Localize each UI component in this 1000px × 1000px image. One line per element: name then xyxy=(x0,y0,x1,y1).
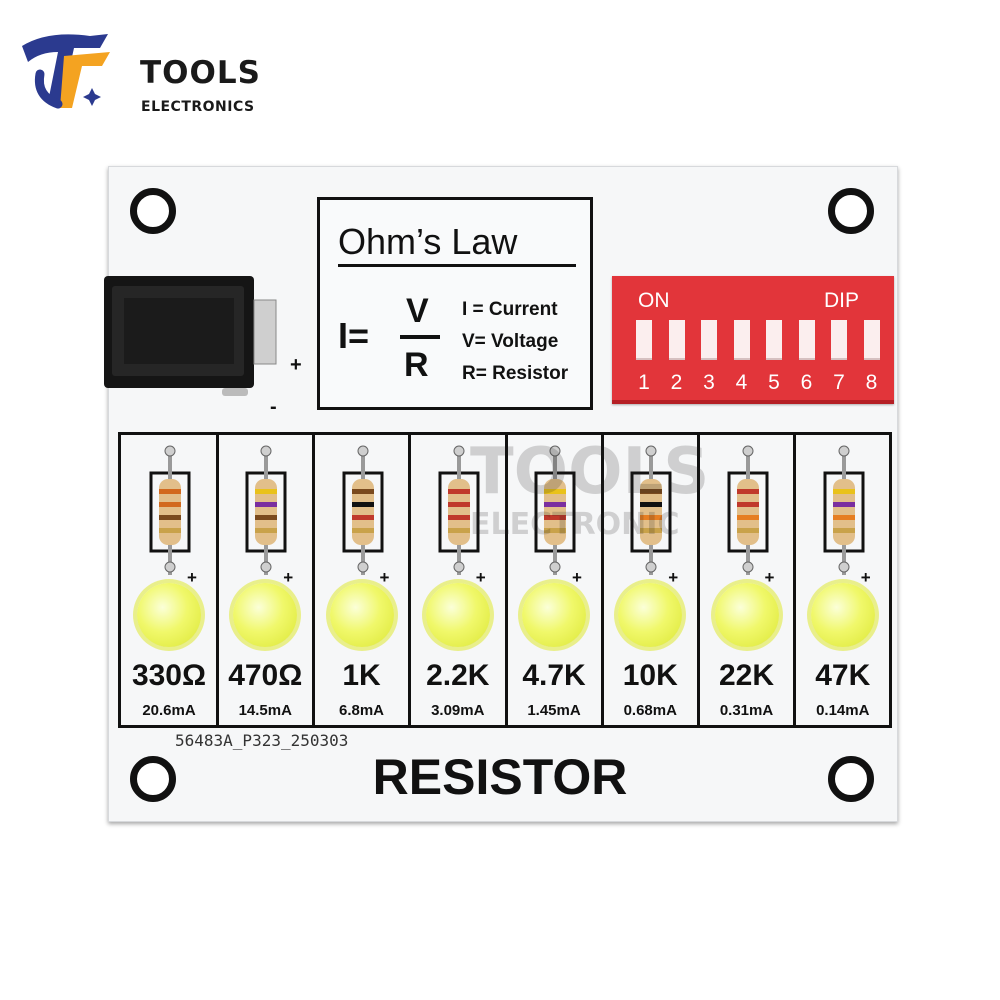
dip-switch-toggle-1[interactable] xyxy=(636,320,652,360)
resistor-icon xyxy=(823,445,865,575)
resistor-current: 14.5mA xyxy=(238,702,292,719)
resistor-channel: +1K 6.8mA xyxy=(314,435,410,725)
led-plus-label: + xyxy=(668,568,679,587)
formula-current: I= xyxy=(338,315,370,356)
resistor-current: 0.68mA xyxy=(623,702,677,719)
led-plus-label: + xyxy=(860,568,871,587)
resistor-icon xyxy=(149,445,191,575)
resistor-icon xyxy=(727,445,768,575)
part-code: 56483A_P323_250303 xyxy=(175,731,349,750)
mounting-hole-top-left xyxy=(130,188,176,234)
dip-switch-number-3: 3 xyxy=(703,371,715,394)
jack-minus-label: - xyxy=(270,396,277,418)
resistor-channel: +22K 0.31mA xyxy=(699,435,795,725)
resistor-current: 1.45mA xyxy=(527,702,581,719)
resistor-channel: +10K 0.68mA xyxy=(602,435,698,725)
jack-plus-label: + xyxy=(290,354,302,376)
dip-switch-toggle-3[interactable] xyxy=(701,320,717,360)
resistor-icon xyxy=(342,445,383,575)
resistor-value: 22K xyxy=(718,659,775,692)
led-indicator xyxy=(137,583,201,647)
resistor-current: 3.09mA xyxy=(431,702,485,719)
dip-switch-number-2: 2 xyxy=(670,371,683,394)
board-title: RESISTOR xyxy=(372,749,628,805)
resistor-current: 6.8mA xyxy=(338,702,385,719)
channel-divider xyxy=(312,435,315,725)
brand-logo: TOOLS ELECTRONICS xyxy=(18,22,268,115)
led-indicator xyxy=(714,583,779,647)
logo-text-electronics: ELECTRONICS xyxy=(141,99,255,115)
mounting-hole-bottom-left xyxy=(130,756,176,802)
dip-switch-number-4: 4 xyxy=(735,371,748,394)
definition-current: I = Current xyxy=(462,299,558,320)
resistor-icon xyxy=(630,445,672,575)
mounting-hole-bottom-right xyxy=(828,756,874,802)
resistor-channel: +47K 0.14mA xyxy=(795,435,891,725)
logo-text-tools: TOOLS xyxy=(140,55,261,91)
dip-switch-number-7: 7 xyxy=(833,371,845,394)
led-plus-label: + xyxy=(283,568,294,587)
channel-divider xyxy=(215,435,219,725)
formula-fraction-bar xyxy=(400,335,440,339)
resistor-value: 470Ω xyxy=(228,659,303,692)
led-plus-label: + xyxy=(379,568,390,587)
resistor-channel: +470Ω 14.5mA xyxy=(217,435,313,725)
led-indicator xyxy=(618,583,683,647)
channel-divider xyxy=(697,435,700,725)
ohms-law-title: Ohm’s Law xyxy=(338,221,518,262)
led-plus-label: + xyxy=(764,568,775,587)
dip-label: DIP xyxy=(824,289,860,312)
led-indicator xyxy=(425,583,490,647)
resistor-icon xyxy=(245,445,287,575)
dip-switch-toggle-5[interactable] xyxy=(766,320,782,360)
led-plus-label: + xyxy=(475,568,486,587)
channel-divider xyxy=(600,435,604,725)
ohms-law-underline xyxy=(338,264,576,267)
resistor-value: 2.2K xyxy=(426,659,490,692)
resistor-icon xyxy=(438,445,480,575)
logo-mark-icon xyxy=(22,34,110,109)
channel-divider xyxy=(504,435,508,725)
led-indicator xyxy=(522,583,586,647)
dip-switch-number-5: 5 xyxy=(768,371,780,394)
resistor-panel: +330Ω 20.6mA +470Ω 14.5mA +1K 6.8mA +2.2K 3.09m… xyxy=(118,432,892,728)
dip-on-label: ON xyxy=(638,289,670,312)
channel-divider xyxy=(408,435,412,725)
formula-voltage: V xyxy=(406,292,429,330)
dip-switch-number-8: 8 xyxy=(865,371,878,394)
resistor-value: 47K xyxy=(815,659,871,692)
led-plus-label: + xyxy=(187,568,197,587)
resistor-current: 20.6mA xyxy=(142,702,196,719)
dip-switch-number-6: 6 xyxy=(800,371,813,394)
resistor-channel: +330Ω 20.6mA xyxy=(121,435,217,725)
led-indicator xyxy=(329,583,394,647)
definition-resistor: R= Resistor xyxy=(462,363,569,384)
definition-voltage: V= Voltage xyxy=(462,331,559,352)
channel-divider xyxy=(793,435,797,725)
dip-switch-toggle-4[interactable] xyxy=(733,320,750,360)
dip-switch-toggle-6[interactable] xyxy=(798,320,815,360)
dc-power-jack xyxy=(104,276,277,396)
ohms-law-box: Ohm’s Law I= V R I = Current V= Voltage … xyxy=(317,197,593,410)
led-indicator xyxy=(810,583,875,647)
dip-switch-toggle-7[interactable] xyxy=(831,320,847,360)
mounting-hole-top-right xyxy=(828,188,874,234)
resistor-current: 0.14mA xyxy=(816,702,870,719)
dip-switch-toggle-8[interactable] xyxy=(863,320,880,360)
resistor-channel: +2.2K 3.09mA xyxy=(410,435,506,725)
resistor-channel: +4.7K 1.45mA xyxy=(506,435,602,725)
dip-switch-number-1: 1 xyxy=(638,371,650,394)
resistor-value: 4.7K xyxy=(522,659,586,692)
resistor-value: 1K xyxy=(342,659,381,692)
formula-resistance: R xyxy=(404,346,429,384)
resistor-icon xyxy=(534,445,576,575)
dip-switch-toggle-2[interactable] xyxy=(668,320,685,360)
resistor-current: 0.31mA xyxy=(719,702,774,719)
led-indicator xyxy=(233,583,298,647)
led-plus-label: + xyxy=(572,568,582,587)
resistor-value: 330Ω xyxy=(131,659,207,692)
resistor-value: 10K xyxy=(622,659,678,692)
